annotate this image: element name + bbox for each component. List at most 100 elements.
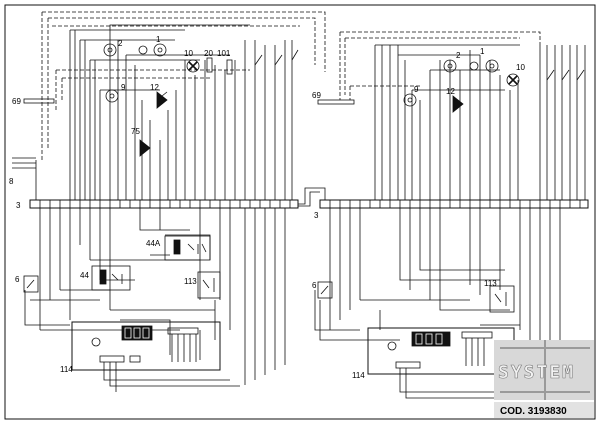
left-relay-113 (197, 271, 221, 299)
left-fuse-101 (226, 59, 233, 75)
left-valve-12 (156, 91, 168, 109)
right-vertical-wires (374, 44, 586, 200)
right-terminal-ticks (329, 200, 581, 208)
right-unit (298, 31, 589, 399)
left-board-sensor (91, 337, 101, 347)
right-valve-12 (452, 95, 464, 113)
left-motor-2 (103, 43, 117, 57)
label-44: 44 (80, 271, 89, 280)
right-dashed-wires (339, 31, 541, 100)
left-motor-1-core (157, 47, 163, 53)
left-board-114 (71, 321, 221, 371)
right-display-digit-3 (435, 333, 443, 345)
right-thermostat (469, 61, 479, 71)
left-valve-75 (139, 139, 151, 157)
right-board-leads (399, 338, 530, 399)
left-motor-9-core (109, 93, 115, 99)
right-motor-1-core (489, 63, 495, 69)
label-10-right: 10 (516, 63, 525, 72)
right-terminal-strip (319, 199, 589, 209)
right-motor-2-core (447, 63, 453, 69)
label-75: 75 (131, 127, 140, 136)
system-logo: SYSTEM (494, 340, 594, 400)
left-vertical-wires (69, 24, 293, 200)
right-motor-9 (403, 93, 417, 107)
right-display-digit-2 (425, 333, 433, 345)
code-background (494, 402, 594, 418)
label-1-right: 1 (480, 47, 485, 56)
label-69-left: 69 (12, 97, 21, 106)
code-box: COD. 3193830 (494, 402, 594, 418)
left-relay-44a (164, 235, 211, 261)
left-display (121, 325, 153, 341)
left-input-8 (12, 157, 37, 200)
left-connector-69 (23, 98, 55, 104)
right-switches (546, 69, 585, 81)
left-motor-9 (105, 89, 119, 103)
label-114-left: 114 (60, 365, 73, 374)
right-lower-wires (314, 208, 561, 370)
label-113-right: 113 (484, 279, 497, 288)
label-2-left: 2 (118, 39, 123, 48)
left-thermostat (138, 45, 148, 55)
left-board-leads (103, 334, 240, 392)
left-relay-44a-coil (173, 239, 181, 255)
right-display (411, 331, 451, 347)
right-motor-1 (485, 59, 499, 73)
document-code: COD. 3193830 (500, 406, 567, 417)
right-switch-6 (317, 281, 333, 299)
label-10-left: 10 (184, 49, 193, 58)
right-lamp-10 (506, 73, 520, 87)
left-lamp-10-x (188, 61, 198, 71)
left-relay-44-contacts (111, 273, 123, 284)
label-1-left: 1 (156, 35, 161, 44)
right-motor-2 (443, 59, 457, 73)
label-9-left: 9 (121, 83, 126, 92)
left-dashed-wires (41, 11, 326, 160)
label-8: 8 (9, 177, 14, 186)
left-relay-44-coil (99, 269, 107, 285)
right-switch-6-contact (320, 285, 329, 295)
left-board-connector-b (99, 355, 125, 363)
label-6-left: 6 (15, 275, 20, 284)
right-board-connector-a (461, 331, 493, 339)
left-display-digit-3 (142, 327, 150, 339)
label-2-right: 2 (456, 51, 461, 60)
label-6-right: 6 (312, 281, 317, 290)
right-connector-69 (317, 99, 355, 105)
label-114-right: 114 (352, 371, 365, 380)
right-motor-9-core (407, 97, 413, 103)
left-board-connector-a (167, 327, 199, 335)
left-terminal-ticks (39, 200, 291, 208)
diagram-frame (4, 4, 596, 420)
label-3-right: 3 (314, 211, 319, 220)
left-unit (12, 11, 326, 392)
label-69-right: 69 (312, 91, 321, 100)
label-9-right: 9 (414, 85, 419, 94)
left-lower-wires (24, 208, 286, 385)
left-display-digit-2 (133, 327, 141, 339)
left-display-digit-1 (124, 327, 132, 339)
label-3-left: 3 (16, 201, 21, 210)
right-lamp-10-x (508, 75, 518, 85)
logo-text: SYSTEM (498, 362, 575, 383)
label-44a: 44A (146, 239, 161, 248)
left-fuse-20 (206, 57, 213, 73)
left-switches (254, 49, 299, 66)
right-board-connector-b (395, 361, 421, 369)
label-20: 20 (204, 49, 213, 58)
left-relay-113-contacts (202, 278, 215, 292)
label-101: 101 (217, 49, 231, 58)
component-labels: 2 1 10 20 101 9 12 75 69 8 3 44A 44 6 11… (9, 35, 525, 380)
logo-frame (500, 340, 590, 400)
crossover-wires (298, 187, 326, 207)
left-motor-2-core (107, 47, 113, 53)
right-relay-113-contacts (494, 292, 507, 306)
left-switch-6 (23, 275, 39, 293)
left-board-connector-c (129, 355, 141, 363)
right-display-digit-1 (415, 333, 423, 345)
label-113-left: 113 (184, 277, 197, 286)
left-relay-44a-contacts (187, 243, 207, 254)
left-motor-1 (153, 43, 167, 57)
